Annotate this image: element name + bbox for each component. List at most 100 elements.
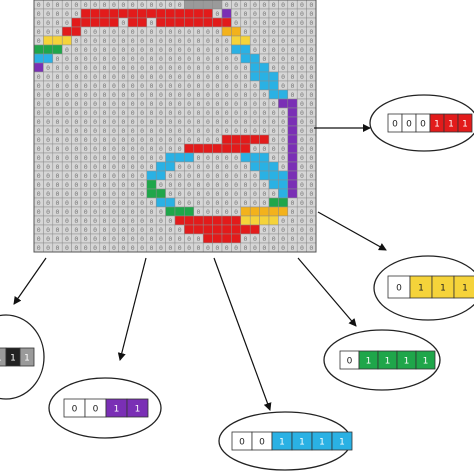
svg-text:0: 0 — [253, 1, 257, 9]
grid-cell-empty: 0 — [240, 179, 251, 190]
grid-cell-empty: 0 — [80, 233, 91, 244]
svg-text:0: 0 — [253, 181, 257, 189]
strip-cell-red: 1 — [457, 113, 473, 133]
svg-text:0: 0 — [84, 64, 88, 72]
grid-cell-empty: 0 — [71, 35, 82, 46]
svg-text:0: 0 — [121, 199, 125, 207]
grid-cell-red — [137, 8, 148, 19]
svg-text:0: 0 — [178, 172, 182, 180]
grid-cell-empty: 0 — [80, 98, 91, 109]
svg-text:0: 0 — [140, 28, 144, 36]
grid-cell-empty: 0 — [146, 26, 157, 37]
grid-cell-empty: 0 — [71, 134, 82, 145]
grid-cell-blue — [278, 170, 289, 181]
svg-text:0: 0 — [150, 226, 154, 234]
svg-text:0: 0 — [65, 217, 69, 225]
grid-cell-empty: 0 — [90, 0, 101, 10]
svg-text:0: 0 — [103, 154, 107, 162]
svg-text:0: 0 — [309, 226, 313, 234]
grid-cell-empty: 0 — [231, 62, 242, 73]
grid-cell-blue — [268, 80, 279, 91]
grid-cell-empty: 0 — [71, 44, 82, 55]
grid-cell-empty: 0 — [137, 125, 148, 136]
svg-text:0: 0 — [187, 64, 191, 72]
grid-cell-empty: 0 — [33, 89, 44, 100]
grid-cell-red — [174, 215, 185, 226]
grid-cell-empty: 0 — [108, 179, 119, 190]
grid-cell-empty: 0 — [296, 8, 307, 19]
svg-text:0: 0 — [281, 244, 285, 252]
grid-cell-empty: 0 — [259, 17, 270, 28]
svg-text:0: 0 — [234, 100, 238, 108]
svg-text:0: 0 — [65, 10, 69, 18]
svg-text:0: 0 — [281, 235, 285, 243]
grid-cell-empty: 0 — [118, 134, 129, 145]
svg-text:0: 0 — [168, 109, 172, 117]
grid-cell-empty: 0 — [155, 44, 166, 55]
grid-cell-empty: 0 — [193, 53, 204, 64]
grid-cell-purple — [287, 116, 298, 127]
grid-cell-red — [146, 8, 157, 19]
svg-text:0: 0 — [291, 199, 295, 207]
grid-cell-blue — [278, 188, 289, 199]
grid-cell-empty: 0 — [99, 53, 110, 64]
svg-text:0: 0 — [159, 226, 163, 234]
grid-cell-empty: 0 — [296, 224, 307, 235]
grid-cell-purple — [287, 143, 298, 154]
svg-text:0: 0 — [56, 118, 60, 126]
svg-text:0: 0 — [187, 109, 191, 117]
grid-cell-empty: 0 — [99, 170, 110, 181]
grid-cell-purple — [33, 62, 44, 73]
grid-cell-empty: 0 — [268, 152, 279, 163]
grid-cell-empty: 0 — [221, 98, 232, 109]
svg-text:0: 0 — [262, 19, 266, 27]
grid-cell-purple — [287, 152, 298, 163]
grid-cell-red — [108, 8, 119, 19]
grid-cell-empty: 0 — [127, 62, 138, 73]
grid-cell-empty: 0 — [306, 206, 317, 217]
svg-text:0: 0 — [74, 172, 78, 180]
grid-cell-empty: 0 — [193, 62, 204, 73]
svg-text:0: 0 — [309, 1, 313, 9]
svg-text:0: 0 — [253, 244, 257, 252]
grid-cell-empty: 0 — [118, 17, 129, 28]
svg-text:0: 0 — [121, 136, 125, 144]
grid-cell-empty: 0 — [90, 98, 101, 109]
svg-text:0: 0 — [234, 163, 238, 171]
grid-cell-empty: 0 — [71, 0, 82, 10]
svg-text:0: 0 — [140, 199, 144, 207]
svg-text:0: 0 — [215, 181, 219, 189]
svg-text:0: 0 — [46, 235, 50, 243]
grid-cell-empty: 0 — [137, 53, 148, 64]
grid-cell-empty: 0 — [268, 26, 279, 37]
grid-cell-purple — [287, 170, 298, 181]
grid-cell-red — [202, 17, 213, 28]
svg-text:0: 0 — [103, 28, 107, 36]
svg-text:0: 0 — [244, 163, 248, 171]
grid-cell-empty: 0 — [278, 143, 289, 154]
grid-cell-empty: 0 — [249, 89, 260, 100]
svg-text:0: 0 — [291, 208, 295, 216]
grid-cell-orange — [240, 206, 251, 217]
grid-cell-empty: 0 — [108, 134, 119, 145]
strip-cell-green: 1 — [396, 350, 417, 370]
svg-text:0: 0 — [225, 163, 229, 171]
svg-text:0: 0 — [140, 154, 144, 162]
grid-cell-empty: 0 — [155, 143, 166, 154]
grid-cell-empty: 0 — [268, 242, 279, 253]
grid-cell-empty: 0 — [90, 161, 101, 172]
grid-cell-empty: 0 — [118, 143, 129, 154]
svg-text:0: 0 — [112, 217, 116, 225]
grid-cell-empty: 0 — [259, 98, 270, 109]
svg-text:0: 0 — [46, 154, 50, 162]
svg-text:0: 0 — [309, 37, 313, 45]
grid-cell-empty: 0 — [193, 179, 204, 190]
strip-cell-green: 1 — [377, 350, 398, 370]
grid-cell-empty: 0 — [71, 89, 82, 100]
svg-text:0: 0 — [56, 208, 60, 216]
grid-cell-empty: 0 — [268, 125, 279, 136]
grid-cell-empty: 0 — [202, 197, 213, 208]
grid-cell-empty: 0 — [52, 53, 63, 64]
grid-cell-empty: 0 — [249, 125, 260, 136]
svg-text:0: 0 — [253, 190, 257, 198]
